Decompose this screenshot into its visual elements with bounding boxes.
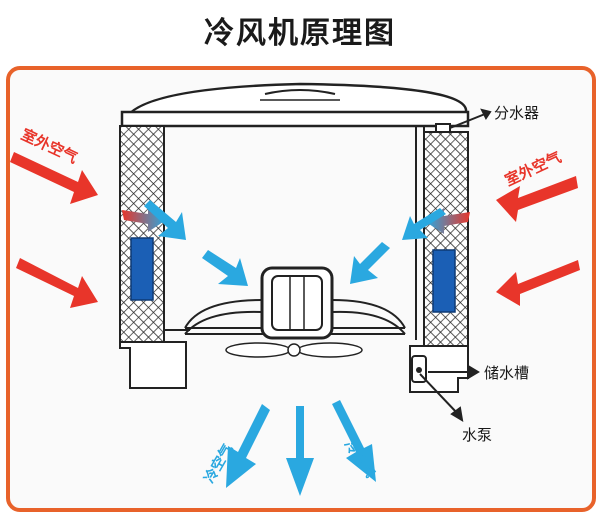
cool-air-arrows-inner — [144, 200, 446, 286]
right-tank — [409, 345, 469, 393]
top-housing — [120, 82, 470, 128]
label-tank: 储水槽 — [484, 364, 529, 382]
leader-lines — [419, 108, 492, 422]
fan-assembly — [184, 266, 406, 358]
left-cooling-pad — [119, 125, 165, 343]
label-distributor: 分水器 — [494, 104, 539, 122]
diagram-title: 冷风机原理图 — [204, 16, 396, 51]
hot-air-arrows-left — [10, 152, 166, 308]
label-pump: 水泵 — [462, 426, 492, 444]
label-outside-air-right: 室外空气 — [502, 148, 564, 190]
right-cooling-pad — [423, 131, 469, 347]
cool-air-arrows-out — [226, 400, 376, 496]
left-tank — [119, 329, 190, 389]
